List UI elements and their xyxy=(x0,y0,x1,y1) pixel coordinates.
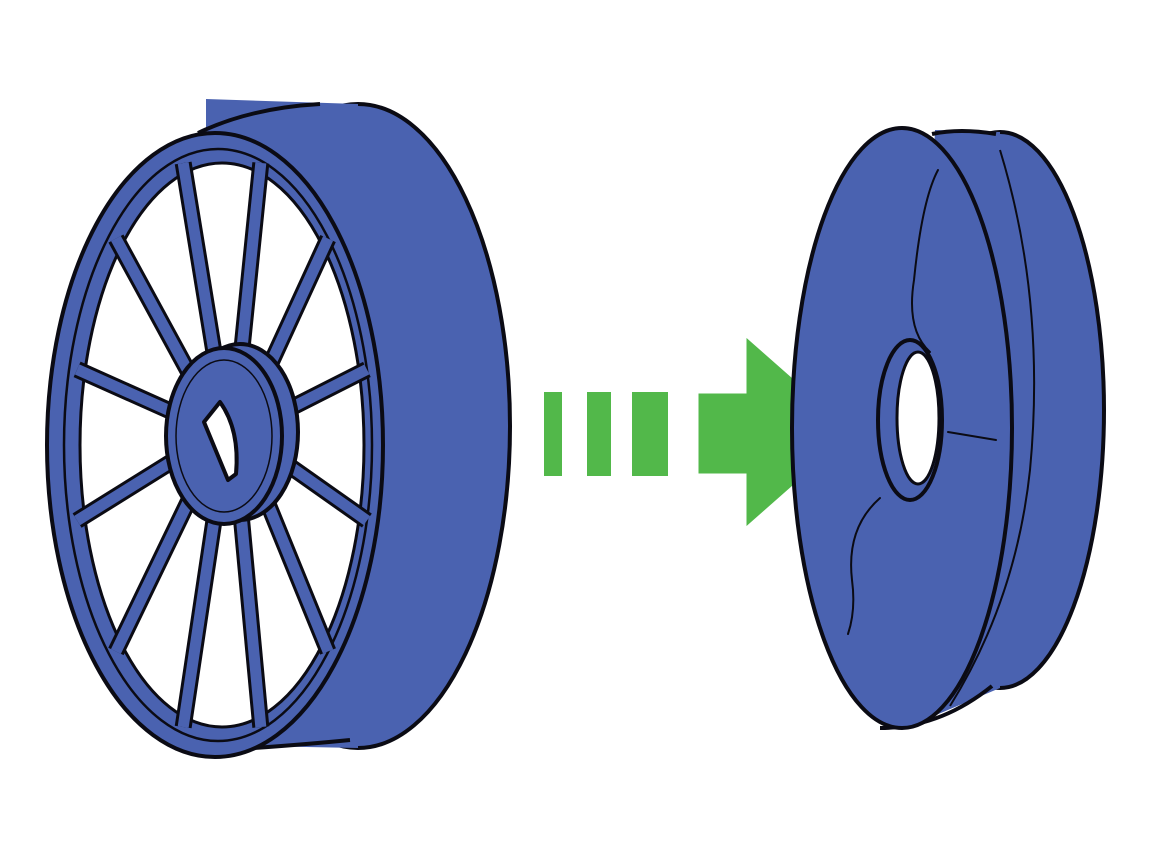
arrow-dash-2 xyxy=(587,392,611,476)
wheel-hub xyxy=(164,342,300,526)
wheel-spoke xyxy=(235,512,267,728)
d-shaped-bore xyxy=(202,400,239,482)
wheel-spoke xyxy=(258,236,334,382)
wheel-spoke xyxy=(110,490,198,654)
wheel-spoke xyxy=(177,512,221,728)
wheel-spoke xyxy=(74,452,183,526)
wheel-spoke xyxy=(235,162,267,360)
wheel-spoke xyxy=(74,364,182,421)
arrow-dash-1 xyxy=(544,392,562,476)
arrow-dash-3 xyxy=(632,392,668,476)
disc-surface-contours xyxy=(847,169,997,635)
spoked-wheel xyxy=(45,99,512,759)
wheel-spoke xyxy=(177,162,221,360)
wheel-spoke xyxy=(111,235,198,383)
wheel-spokes xyxy=(72,161,372,729)
solid-disc-wheel xyxy=(790,126,1106,730)
wheel-spoke xyxy=(258,490,334,654)
wheel-rim-inner-ring xyxy=(62,147,374,743)
round-center-bore xyxy=(876,338,944,502)
